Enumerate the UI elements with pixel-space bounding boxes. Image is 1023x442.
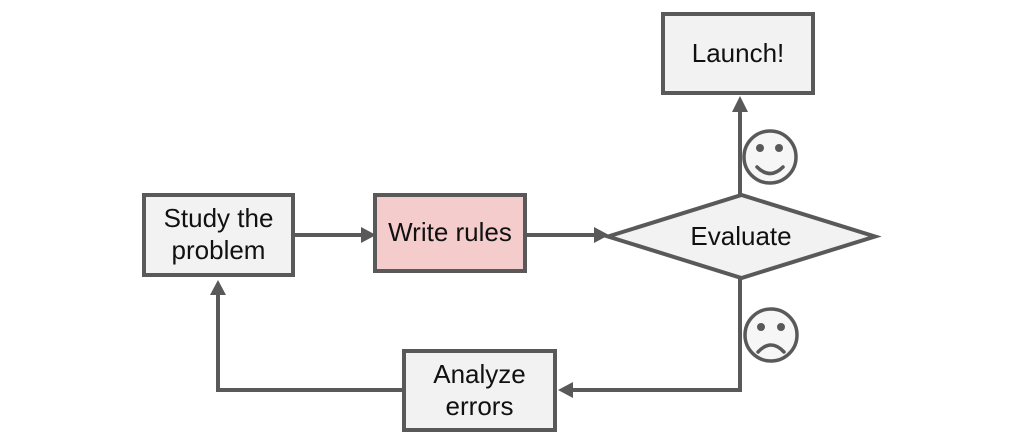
node-study-problem: Study the problem	[142, 193, 295, 277]
node-analyze-errors: Analyze errors	[402, 349, 557, 432]
arrowhead	[594, 227, 609, 243]
arrowhead	[732, 96, 748, 112]
node-label-line: Write rules	[388, 217, 512, 248]
arrowhead	[558, 382, 573, 398]
node-label-line: Analyze	[433, 358, 526, 389]
connector-evaluate-to-analyze-errors	[572, 276, 742, 392]
connector-analyze-errors-to-study	[216, 294, 402, 392]
node-label-line: Study the	[163, 203, 274, 234]
arrowhead	[210, 280, 226, 295]
node-launch: Launch!	[661, 12, 815, 95]
node-label-line: errors	[445, 390, 514, 421]
sad-face-icon	[743, 307, 799, 363]
node-evaluate-label: Evaluate	[690, 221, 792, 251]
node-label-line: Launch!	[691, 37, 785, 68]
happy-face-icon	[742, 129, 798, 185]
node-evaluate-diamond	[601, 192, 882, 281]
arrowhead	[361, 227, 376, 243]
node-write-rules: Write rules	[373, 193, 527, 273]
node-label-line: problem	[171, 235, 266, 265]
